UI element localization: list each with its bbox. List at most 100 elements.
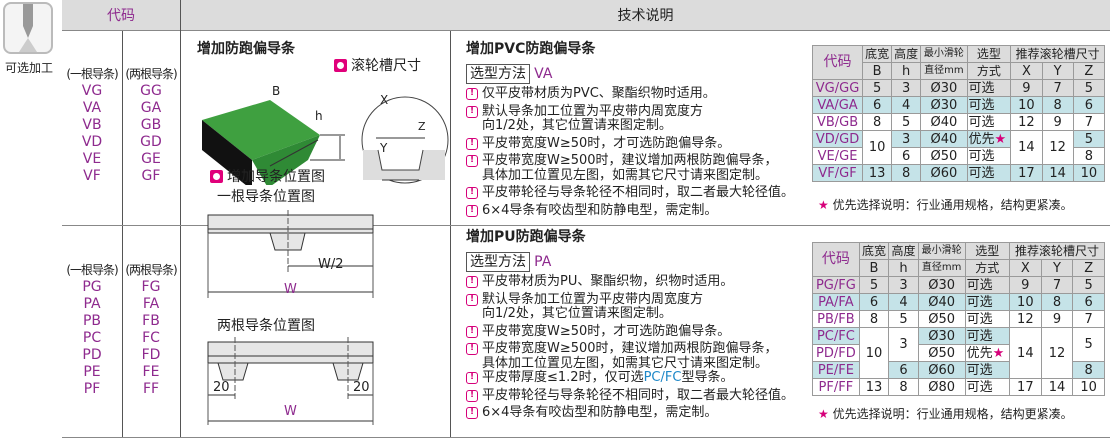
warning-icon: !: [466, 372, 478, 384]
cell: 7: [1072, 310, 1105, 328]
cell-code: VD/GD: [811, 130, 864, 148]
dim-20-left: 20: [213, 380, 230, 395]
cell: 13: [862, 164, 893, 182]
cell: Ø30: [920, 79, 968, 97]
cell: 10: [1072, 378, 1105, 396]
dim-z: Z: [418, 120, 426, 133]
warning-icon: !: [466, 105, 478, 118]
warning-icon: !: [466, 293, 478, 306]
cell: Ø40: [917, 293, 966, 311]
cell: 5: [891, 113, 922, 131]
cell: 5: [888, 310, 919, 328]
cell-code: VA/GA: [811, 96, 864, 114]
cell: 可选: [966, 79, 1012, 97]
note: !默认导条加工位置为平皮带内周宽度方: [466, 292, 806, 308]
cell: 12: [1040, 327, 1074, 379]
code-item: PB: [82, 313, 102, 329]
code-item: PA: [83, 296, 101, 312]
two-strip-title: 两根导条位置图: [217, 318, 315, 334]
cell-code: PG/FG: [812, 276, 860, 294]
cell: 8: [858, 310, 890, 328]
cell: 8: [1041, 96, 1074, 114]
note: 向1/2处，其它位置请来图定制。: [482, 306, 672, 321]
pu-section: 增加PU防跑偏导条 选型方法 PA !平皮带材质为PU、聚酯织物，织物时适用。!…: [466, 226, 806, 421]
code-item: VB: [82, 117, 102, 133]
note: !平皮带轮径与导条轮径不相同时，取二者最大轮径值。: [466, 185, 806, 201]
cell: 可选: [964, 310, 1011, 328]
cell: 10: [1072, 164, 1106, 182]
code-item: PG: [82, 279, 102, 295]
cell: 9: [1040, 310, 1074, 328]
cell: 3: [891, 79, 922, 97]
diagram-title: 增加防跑偏导条: [197, 41, 295, 57]
code-item: PC: [82, 330, 102, 346]
cell: 10: [1009, 293, 1042, 311]
code-item: VD: [81, 134, 103, 150]
cell-code: PA/FA: [812, 293, 860, 311]
icon-label: 可选加工: [4, 61, 53, 75]
one-strip-title: 一根导条位置图: [217, 189, 315, 205]
note: !6×4导条有咬齿型和防静电型，需定制。: [466, 203, 806, 219]
code-item: VE: [82, 151, 102, 167]
cell-code: PE/FE: [812, 361, 860, 379]
cell: 3: [888, 327, 919, 362]
note: 具体加工位置见左图，如需其它尺寸请来图定制。: [482, 355, 769, 371]
circle-marker-icon: [334, 59, 347, 72]
cell: 8: [862, 113, 893, 131]
position-label: 增加导条位置图: [210, 166, 325, 186]
code-item: PD: [82, 347, 102, 363]
cell: 可选: [964, 361, 1011, 379]
cell: Ø50: [917, 344, 966, 362]
method-code: VA: [534, 66, 553, 82]
cell: 可选: [966, 164, 1012, 182]
code-item: VF: [83, 168, 101, 184]
method-label: 选型方法: [466, 252, 530, 272]
cell: 12: [1041, 130, 1074, 165]
warning-icon: !: [466, 88, 478, 100]
pu-footnote: ★ 优先选择说明：行业通用规格，结构更紧凑。: [818, 407, 1073, 421]
cell: 9: [1041, 113, 1074, 131]
cell: Ø30: [917, 327, 966, 345]
cell: 优先★: [964, 344, 1011, 362]
groove-label: 滚轮槽尺寸: [334, 55, 421, 75]
dim-w-two: W: [284, 404, 297, 419]
cell: 6: [1072, 96, 1106, 114]
cell: 10: [862, 130, 893, 165]
dim-20-right: 20: [353, 380, 370, 395]
cell: 5: [1072, 276, 1105, 294]
cell: 8: [888, 378, 919, 396]
cell-code: VB/GB: [811, 113, 864, 131]
cell: 10: [1010, 96, 1043, 114]
cell: 可选: [966, 113, 1012, 131]
cell-code: PC/FC: [812, 327, 860, 345]
warning-icon: !: [466, 325, 478, 338]
code-item: FA: [142, 296, 160, 312]
note: !平皮带宽度W≥500时，建议增加两根防跑偏导条，: [466, 341, 806, 357]
cell: 7: [1072, 113, 1106, 131]
method-code: PA: [534, 254, 552, 270]
cell-code: PB/FB: [812, 310, 860, 328]
header-code: 代码: [62, 0, 180, 31]
cell: 14: [1009, 327, 1042, 379]
code-item: PE: [83, 364, 101, 380]
code-item: GE: [141, 151, 161, 167]
dim-x: X: [380, 93, 389, 107]
code-item: GB: [140, 117, 162, 133]
cell: 可选: [964, 327, 1011, 345]
code-item: FG: [141, 279, 161, 295]
warning-icon: !: [466, 276, 478, 288]
note: 向1/2处，其它位置请来图定制。: [482, 118, 672, 133]
cell: 10: [858, 327, 890, 379]
note: !默认导条加工位置为平皮带内周宽度方: [466, 104, 806, 120]
cell: 8: [1072, 361, 1105, 379]
cell: 6: [891, 147, 922, 165]
cell: 5: [1072, 79, 1106, 97]
